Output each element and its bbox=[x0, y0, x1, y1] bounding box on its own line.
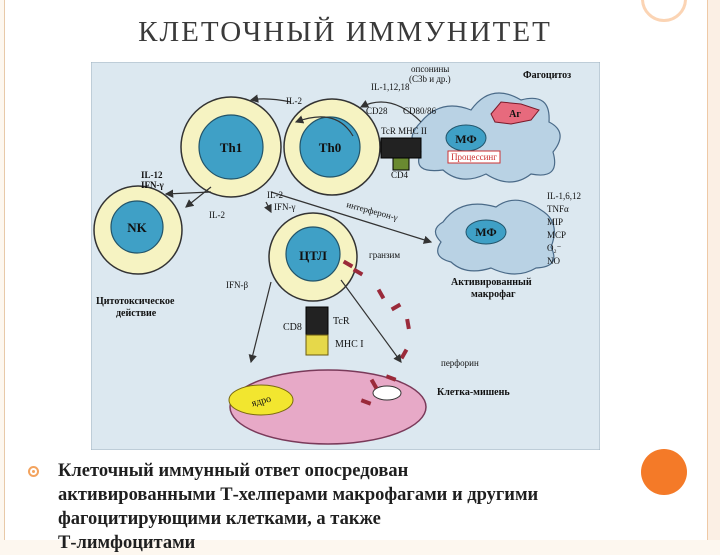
immunity-diagram: Th1 Th0 NK ЦТЛ МФ Процессинг Аг МФ ядро bbox=[91, 62, 600, 450]
tcr-mhc2-label: TcR MHC II bbox=[381, 126, 427, 136]
cytokine-3: MIP bbox=[547, 217, 563, 227]
ifn-beta-label: IFN-β bbox=[226, 280, 248, 290]
perforin-label: перфорин bbox=[441, 358, 479, 368]
mf-top-label: МФ bbox=[455, 132, 476, 146]
cytokine-5: O₂⁻ bbox=[547, 243, 562, 253]
receptor-mhc1 bbox=[305, 334, 329, 356]
body-line-4: Т-лимфоцитами bbox=[58, 533, 196, 553]
cytotoxic-label-1: Цитотоксическое bbox=[96, 296, 175, 307]
opsonins-label-2: (С3b и др.) bbox=[409, 74, 451, 84]
ifn-mid-label: IFN-γ bbox=[274, 202, 295, 212]
right-decor-band bbox=[707, 0, 720, 540]
cytokine-4: MCP bbox=[547, 230, 566, 240]
cd8-label: CD8 bbox=[283, 322, 302, 333]
mf-mid-nucleus bbox=[465, 219, 507, 245]
cytokine-2: TNFα bbox=[547, 204, 569, 214]
ctl-label: ЦТЛ bbox=[299, 248, 327, 263]
tcr-label: TcR bbox=[333, 316, 350, 327]
receptor-cd4 bbox=[392, 157, 410, 171]
processing-box bbox=[447, 150, 501, 164]
body-line-3: фагоцитирующими клетками, а также bbox=[58, 509, 381, 529]
ifn-left-label: IFN-γ bbox=[141, 180, 164, 190]
cytotoxic-label-2: действие bbox=[116, 308, 157, 319]
nk-label: NK bbox=[127, 220, 147, 235]
th0-cell-inner bbox=[299, 116, 361, 178]
nucleus-label: ядро bbox=[250, 394, 272, 410]
arrows bbox=[164, 94, 433, 364]
cd80-label: CD80/86 bbox=[403, 106, 437, 116]
target-cell-label: Клетка-мишень bbox=[437, 387, 510, 398]
mf-mid-label: МФ bbox=[475, 225, 496, 239]
cytokine-1: IL-1,6,12 bbox=[547, 191, 581, 201]
processing-label: Процессинг bbox=[451, 152, 497, 162]
body-text: Клеточный иммунный ответ опосредован акт… bbox=[58, 459, 678, 555]
il2-mid-label: IL-2 bbox=[267, 190, 283, 200]
body-line-1: Клеточный иммунный ответ опосредован bbox=[58, 461, 409, 481]
il2-top-label: IL-2 bbox=[286, 96, 302, 106]
il12-label: IL-12 bbox=[141, 170, 163, 180]
mhc1-label: MHC I bbox=[335, 339, 364, 350]
opsonins-label: опсонины bbox=[411, 64, 449, 74]
nk-cell-inner bbox=[110, 200, 164, 254]
receptor-cd8-complex bbox=[305, 306, 329, 336]
th0-label: Th0 bbox=[319, 140, 341, 155]
il2-nk-label: IL-2 bbox=[209, 210, 225, 220]
ctl-cell-inner bbox=[285, 226, 341, 282]
th1-cell-inner bbox=[198, 114, 264, 180]
phagocytosis-label: Фагоцитоз bbox=[523, 70, 571, 81]
cd28-label: CD28 bbox=[366, 106, 388, 116]
granzyme-label: гранзим bbox=[369, 250, 400, 260]
target-nucleus bbox=[228, 384, 294, 416]
granzyme-granules bbox=[342, 259, 411, 406]
perforin-pore bbox=[372, 385, 402, 401]
activated-macrophage-label-1: Активированный bbox=[451, 277, 532, 288]
slide-title: КЛЕТОЧНЫЙ ИММУНИТЕТ bbox=[138, 16, 552, 48]
cd4-label: CD4 bbox=[391, 170, 409, 180]
receptor-tcr-mhc2 bbox=[380, 137, 422, 159]
body-line-2: активированными Т-хелперами макрофагами … bbox=[58, 485, 539, 505]
antigen-label: Аг bbox=[509, 109, 521, 120]
il-1-12-18-label: IL-1,12,18 bbox=[371, 82, 410, 92]
bullet-icon bbox=[28, 466, 39, 477]
activated-macrophage-label-2: макрофаг bbox=[471, 289, 516, 300]
antigen-shape bbox=[490, 101, 540, 125]
th1-label: Th1 bbox=[220, 140, 242, 155]
cytokine-6: NO bbox=[547, 256, 560, 266]
decor-circle-orange bbox=[641, 449, 687, 495]
